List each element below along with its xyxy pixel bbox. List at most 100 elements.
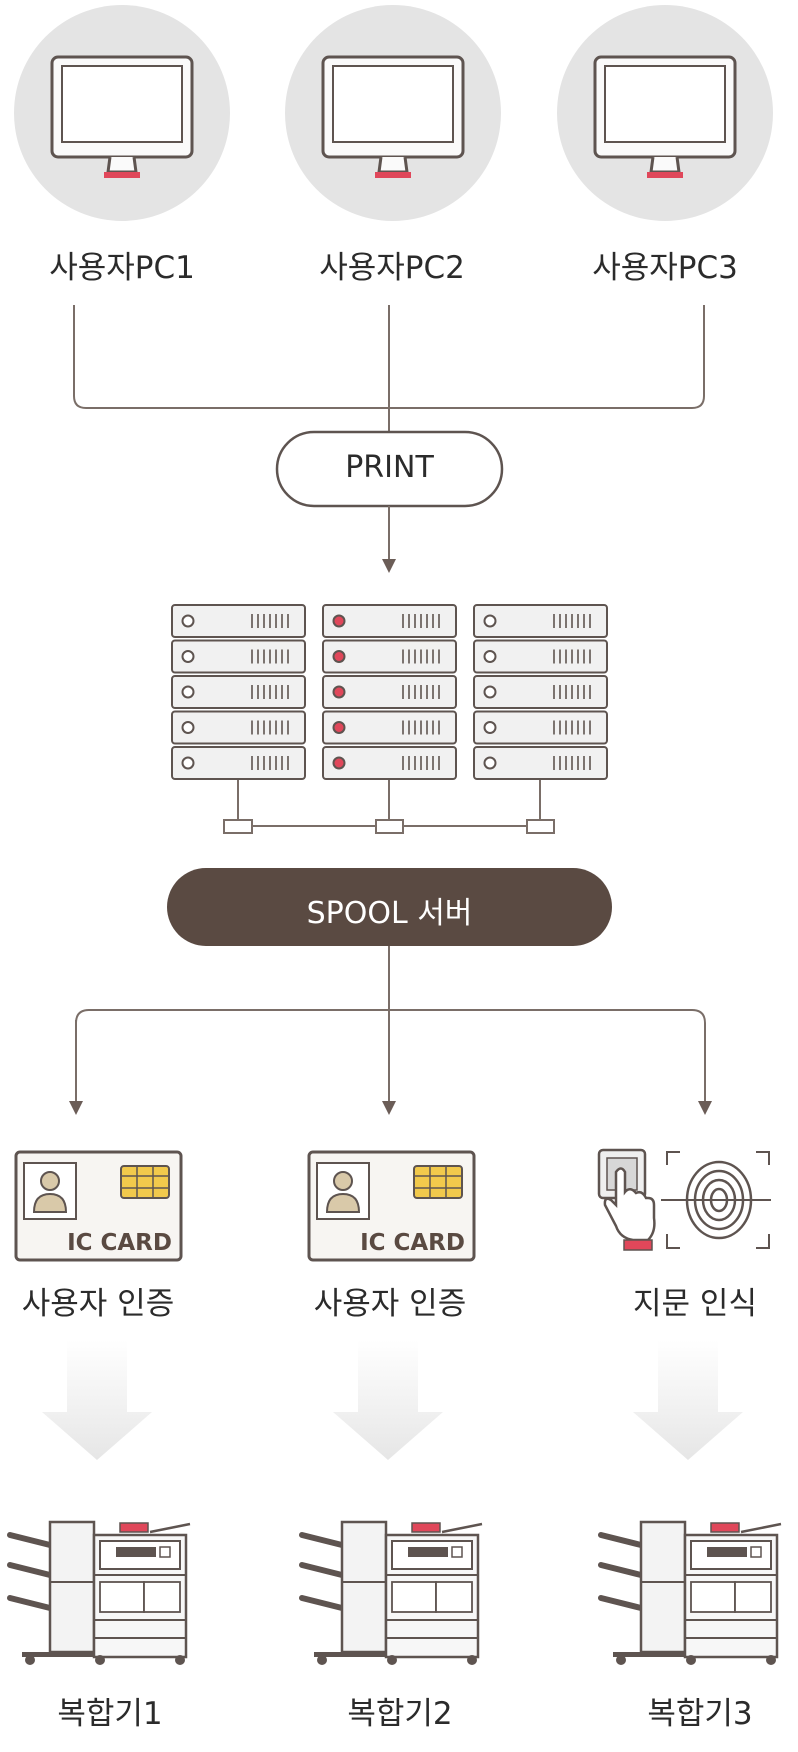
device-2-label: 복합기2 (347, 1696, 453, 1732)
finisher-unit (48, 1520, 96, 1654)
output-tray (299, 1532, 345, 1548)
scanner-lid-accent (119, 1522, 149, 1533)
server-unit (171, 675, 306, 709)
user-avatar-icon (325, 1171, 361, 1213)
server-led-icon (181, 650, 195, 663)
wheel-icon (766, 1655, 776, 1665)
server-led-icon (483, 756, 497, 770)
panel-button (451, 1546, 463, 1558)
server-unit (171, 604, 306, 638)
display-screen (707, 1547, 747, 1557)
base-plate (22, 1652, 102, 1657)
paper-drawer (391, 1581, 437, 1613)
wheel-icon (616, 1655, 626, 1665)
server-rack-2 (322, 604, 457, 780)
print-label: PRINT (345, 450, 434, 485)
wheel-icon (25, 1655, 35, 1665)
scanner-lid-accent (411, 1522, 441, 1533)
fade-arrow-3 (633, 1340, 743, 1460)
pc-2-group (285, 5, 501, 221)
auth-3-label: 지문 인식 (633, 1286, 757, 1322)
monitor-icon (593, 55, 737, 178)
pc-1-label: 사용자PC1 (49, 250, 195, 286)
fade-arrow-2 (333, 1340, 443, 1460)
server-led-icon (483, 650, 497, 663)
paper-drawer (690, 1581, 736, 1613)
base-plate (613, 1652, 693, 1657)
wheel-icon (175, 1655, 185, 1665)
server-led-icon (181, 756, 195, 770)
spool-label: SPOOL 서버 (306, 896, 473, 931)
rack-network-connectors (223, 780, 555, 834)
server-led-icon (332, 650, 346, 663)
server-unit (473, 639, 608, 674)
display-screen (116, 1547, 156, 1557)
server-unit (473, 604, 608, 638)
server-led-icon (181, 721, 195, 734)
server-unit (171, 710, 306, 745)
base-plate (314, 1652, 394, 1657)
panel-button (159, 1546, 171, 1558)
server-unit (171, 639, 306, 674)
server-rack-1 (171, 604, 306, 780)
output-tray (7, 1595, 53, 1611)
finisher-unit (639, 1520, 687, 1654)
server-unit (473, 675, 608, 709)
fade-arrow-1 (42, 1340, 152, 1460)
wheel-icon (95, 1655, 105, 1665)
spool-branch-lines (69, 946, 712, 1115)
paper-feeder (740, 1522, 782, 1534)
paper-drawer (143, 1581, 181, 1613)
control-panel (99, 1540, 181, 1570)
pc-2-label: 사용자PC2 (319, 250, 465, 286)
user-avatar-icon (32, 1171, 68, 1213)
server-unit (322, 639, 457, 674)
paper-drawer (435, 1581, 473, 1613)
ic-card-1: IC CARD (14, 1150, 183, 1262)
server-unit (473, 710, 608, 745)
server-led-icon (332, 721, 346, 734)
server-unit (322, 675, 457, 709)
multifunction-printer-3 (598, 1520, 782, 1665)
finisher-unit (340, 1520, 388, 1654)
multifunction-printer-2 (299, 1520, 483, 1665)
pc-1-group (14, 5, 230, 221)
spool-server-pill (167, 868, 612, 946)
server-led-icon (483, 614, 497, 628)
chip-icon (413, 1165, 463, 1199)
chip-icon (120, 1165, 170, 1199)
server-led-icon (332, 614, 346, 628)
server-led-icon (332, 756, 346, 770)
monitor-icon (321, 55, 465, 178)
output-tray (7, 1562, 53, 1578)
paper-drawer (99, 1581, 145, 1613)
ic-card-text: IC CARD (67, 1230, 172, 1256)
panel-button (750, 1546, 762, 1558)
output-tray (7, 1532, 53, 1548)
output-tray (299, 1595, 345, 1611)
server-led-icon (483, 721, 497, 734)
ic-card-text: IC CARD (360, 1230, 465, 1256)
server-led-icon (332, 685, 346, 699)
pc-connector-lines (73, 305, 705, 432)
server-unit (322, 710, 457, 745)
wheel-icon (467, 1655, 477, 1665)
output-tray (598, 1562, 644, 1578)
paper-feeder (149, 1522, 191, 1534)
wheel-icon (686, 1655, 696, 1665)
output-tray (598, 1532, 644, 1548)
wheel-icon (387, 1655, 397, 1665)
finger-hand-icon (603, 1167, 656, 1242)
device-1-label: 복합기1 (57, 1696, 163, 1732)
server-led-icon (181, 614, 195, 628)
fingerprint-scanner-icon (597, 1148, 771, 1251)
server-unit (171, 746, 306, 780)
server-unit (322, 604, 457, 638)
multifunction-printer-1 (7, 1520, 191, 1665)
display-screen (408, 1547, 448, 1557)
device-3-label: 복합기3 (647, 1696, 753, 1732)
pc-3-label: 사용자PC3 (592, 250, 738, 286)
ic-card-2: IC CARD (307, 1150, 476, 1262)
